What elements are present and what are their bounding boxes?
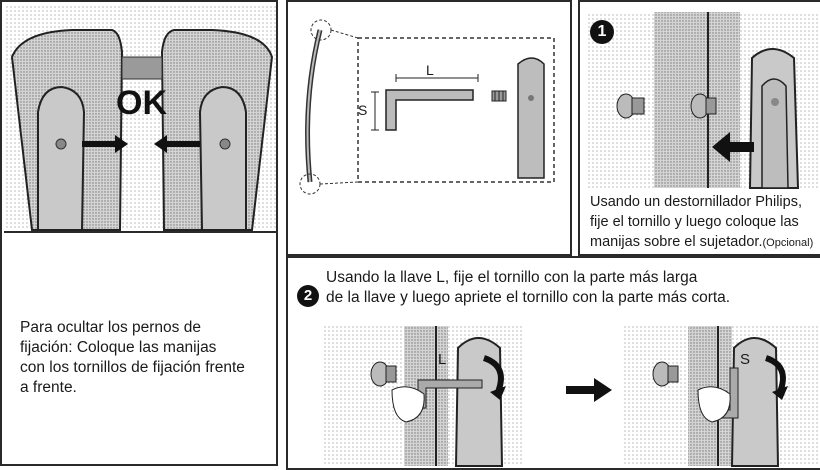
- wrench-long-label: L: [426, 62, 434, 78]
- step2-number-icon: [297, 285, 319, 307]
- left-arrow-icon: [154, 135, 200, 153]
- wrench-panel: L S: [286, 0, 572, 256]
- left-caption-line-3: con los tornillos de fijación frente: [20, 359, 245, 376]
- left-panel: OK Para ocultar los pernos de fijación: …: [0, 0, 278, 466]
- screw-icon: [616, 93, 645, 119]
- right-arrow-icon: [82, 135, 128, 153]
- step1-number-icon: [590, 20, 614, 44]
- step2-illustration: [297, 285, 820, 467]
- step2-right-label: S: [740, 351, 751, 368]
- handles-illustration: [4, 4, 276, 233]
- wrench-short-label: S: [358, 102, 368, 118]
- step2-number: 2: [303, 287, 313, 304]
- step1-number: 1: [597, 23, 607, 40]
- step1-caption-line-2: fije el tornillo y luego coloque las: [590, 214, 799, 230]
- left-caption-line-1: Para ocultar los pernos de: [20, 319, 201, 336]
- left-caption-line-2: fijación: Coloque las manijas: [20, 339, 217, 356]
- step2-caption-line-2: de la llave y luego apriete el tornillo …: [326, 289, 731, 306]
- step1-illustration: [588, 12, 818, 189]
- left-caption-line-4: a frente.: [20, 379, 77, 396]
- step2-left-label: L: [438, 351, 447, 368]
- step2-panel: 2 Usando la llave L, fije el tornillo co…: [286, 256, 820, 470]
- ok-label: OK: [116, 84, 167, 122]
- step1-caption-line-3: manijas sobre el sujetador.(Opcional): [590, 232, 813, 253]
- step1-caption-line-1: Usando un destornillador Philips,: [590, 194, 802, 210]
- step2-caption-line-1: Usando la llave L, fije el tornillo con …: [326, 269, 698, 286]
- left-arrow-icon: [712, 132, 754, 162]
- screw-icon: [690, 93, 717, 119]
- step1-panel: 1 Usando un destornillador Philips, fije…: [578, 0, 820, 256]
- right-arrow-icon: [566, 378, 612, 402]
- allen-wrench-illustration: [299, 19, 555, 195]
- optional-note: (Opcional): [762, 237, 814, 249]
- step1-caption-text: manijas sobre el sujetador.: [590, 234, 763, 250]
